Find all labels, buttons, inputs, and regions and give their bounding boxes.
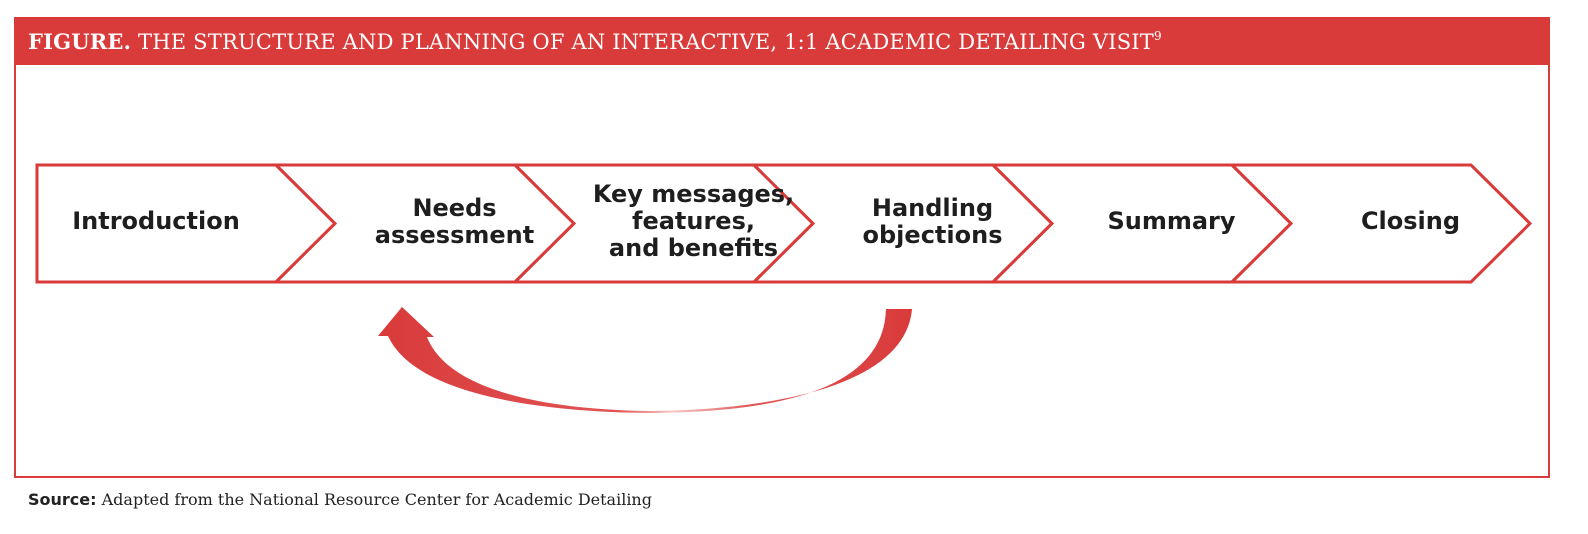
step-label-closing: Closing	[1360, 207, 1461, 235]
figure-title: THE STRUCTURE AND PLANNING OF AN INTERAC…	[138, 30, 1154, 54]
step-label-summary: Summary	[1107, 207, 1236, 235]
step-chevron-closing	[1228, 163, 1533, 284]
step-label-key-messages: Key messages, features, and benefits	[592, 180, 795, 262]
source-note: Source: Adapted from the National Resour…	[28, 490, 652, 509]
source-text: Adapted from the National Resource Cente…	[101, 490, 652, 509]
figure-frame: FIGURE. THE STRUCTURE AND PLANNING OF AN…	[14, 17, 1550, 478]
figure-label: FIGURE.	[28, 29, 132, 54]
step-label-introduction: Introduction	[72, 207, 240, 235]
figure-header: FIGURE. THE STRUCTURE AND PLANNING OF AN…	[16, 19, 1548, 65]
loop-back-arrow	[378, 307, 912, 413]
source-label: Source:	[28, 490, 97, 509]
step-label-needs-assessment: Needs assessment	[374, 193, 535, 249]
step-label-handling-objections: Handling objections	[862, 193, 1003, 249]
figure-footnote: 9	[1154, 29, 1162, 43]
